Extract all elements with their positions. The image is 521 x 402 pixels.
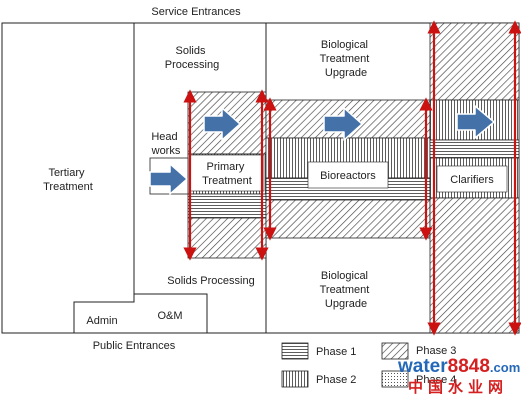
legend-label-phase1: Phase 1 [316,346,356,358]
solids-processing-bottom-label: Solids Processing [167,275,254,287]
watermark-chinese: 中国水业网 [408,378,508,396]
flow-arrow-headworks [149,163,188,195]
svg-text:water8848.com: water8848.com [397,356,520,377]
phase-boundary-markers [183,20,521,336]
clarifiers-zone [429,22,520,334]
om-label: O&M [157,310,182,322]
flow-arrow-clarifiers [456,105,495,139]
primary-treatment-label-box [189,154,265,192]
legend-label-phase4: Phase 4 [416,374,456,386]
bio-upgrade-top-label: Biological Treatment Upgrade [320,39,373,79]
flow-arrows [149,105,495,195]
legend-swatch-phase4 [381,370,409,388]
legend: Phase 1 Phase 2 Phase 3 Phase 4 [281,342,456,388]
solids-processing-top-label: Solids Processing [165,45,219,71]
flow-arrow-primary [203,107,241,141]
public-entrances-label: Public Entrances [93,340,176,352]
admin-label: Admin [86,315,117,327]
watermark-brand-a: water [397,356,448,377]
legend-swatch-phase3 [381,342,409,360]
legend-swatch-phase1 [281,342,309,360]
watermark-brand-c: .com [490,360,520,375]
tertiary-treatment-label: Tertiary Treatment [43,167,93,193]
legend-label-phase2: Phase 2 [316,374,356,386]
legend-swatch-phase2 [281,370,309,388]
bio-upgrade-bottom-label: Biological Treatment Upgrade [320,270,373,310]
clarifiers-label: Clarifiers [450,174,494,186]
primary-treatment-label: Primary Treatment [202,161,252,187]
watermark-brand-b: 8848 [448,356,490,377]
legend-label-phase3: Phase 3 [416,345,456,357]
service-entrances-label: Service Entrances [151,6,241,18]
watermark-logo: water8848.com 中国水业网 [397,356,520,396]
flow-arrow-bioreactors [323,107,363,141]
bioreactors-label: Bioreactors [320,170,376,182]
bioreactors-label-box [307,161,389,189]
headworks-label: Head works [151,131,181,157]
clarifiers-label-box [436,165,508,193]
